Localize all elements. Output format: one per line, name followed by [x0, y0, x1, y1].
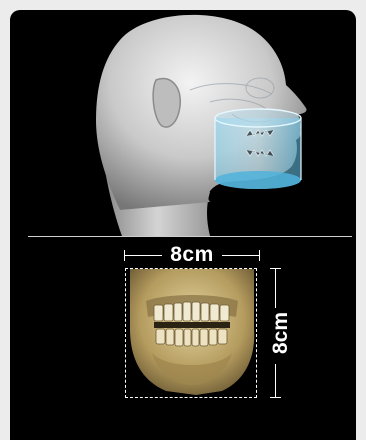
scan-info-card: 8cm [10, 10, 356, 440]
width-label: 8cm [168, 242, 216, 268]
height-label: 8cm [268, 309, 294, 357]
separator-line [28, 236, 352, 237]
height-dimension: 8cm [265, 268, 295, 398]
width-line-right [222, 255, 260, 256]
head-illustration [10, 10, 356, 236]
height-tick-bottom [270, 397, 281, 398]
ear-shape [153, 78, 180, 127]
height-line-top [275, 268, 276, 308]
width-line-left [124, 255, 162, 256]
scan-cylinder-icon [215, 109, 301, 189]
skull-scan-image [126, 269, 257, 398]
height-line-bottom [275, 364, 276, 398]
width-dimension: 8cm [124, 242, 260, 268]
skull-scan-frame [125, 268, 257, 398]
width-tick-right [259, 250, 260, 261]
